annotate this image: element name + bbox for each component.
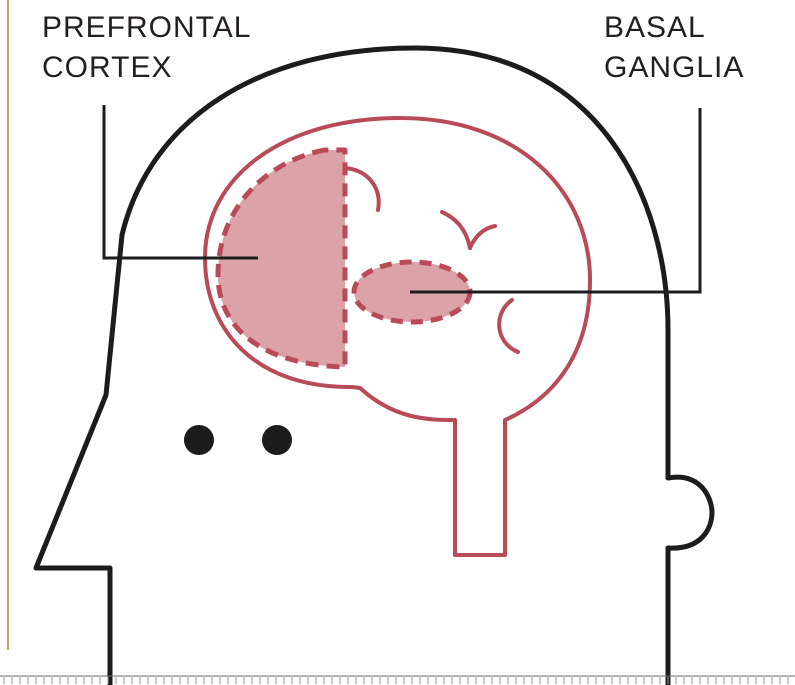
prefrontal-cortex-label-line-2: CORTEX [42, 48, 251, 88]
brain-fold-3 [470, 226, 495, 248]
left-eye [184, 425, 214, 455]
brain-fold-1 [345, 168, 379, 210]
head-outline [36, 48, 712, 685]
right-eye [262, 425, 292, 455]
basal-ganglia-label-line-2: GANGLIA [604, 48, 744, 88]
basal-ganglia-leader-line [410, 108, 700, 292]
prefrontal-cortex-label-line-1: PREFRONTAL [42, 8, 251, 48]
brain-fold-2 [442, 212, 470, 248]
basal-ganglia-label-line-1: BASAL [604, 8, 744, 48]
basal-ganglia-label: BASAL GANGLIA [604, 8, 744, 88]
brain-fold-4 [499, 300, 518, 352]
prefrontal-cortex-label: PREFRONTAL CORTEX [42, 8, 251, 88]
